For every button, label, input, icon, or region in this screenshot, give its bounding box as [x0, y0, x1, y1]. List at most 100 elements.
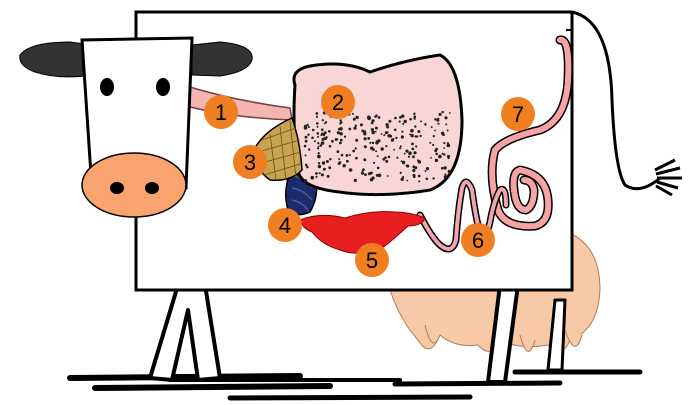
rumen-speck	[326, 136, 328, 138]
rumen-speck	[377, 155, 379, 157]
rumen-speck	[435, 159, 438, 162]
rumen-speck	[409, 134, 411, 136]
rumen-speck	[316, 122, 319, 125]
rumen-speck	[402, 176, 404, 178]
rumen-speck	[305, 140, 308, 143]
rumen-speck	[322, 161, 325, 164]
rumen-speck	[435, 153, 438, 156]
rumen-speck	[395, 137, 397, 139]
svg-text:2: 2	[332, 90, 344, 115]
rumen-speck	[399, 147, 401, 149]
rumen-speck	[437, 123, 439, 125]
rumen-speck	[426, 178, 429, 181]
marker-2: 2	[321, 85, 355, 119]
svg-text:1: 1	[215, 100, 227, 125]
rumen-speck	[371, 122, 374, 125]
rumen-speck	[449, 112, 451, 114]
rumen-speck	[361, 130, 364, 133]
rumen-speck	[413, 118, 415, 120]
rumen-speck	[448, 170, 451, 173]
rumen-speck	[371, 131, 375, 135]
rumen-speck	[418, 175, 421, 178]
rumen-speck	[411, 143, 414, 146]
rumen-speck	[388, 156, 391, 159]
rumen-speck	[431, 126, 433, 128]
rumen-speck	[340, 132, 343, 135]
rumen-speck	[387, 175, 389, 177]
marker-3: 3	[233, 145, 267, 179]
rumen-speck	[447, 130, 449, 132]
rumen-speck	[413, 113, 415, 115]
rumen-speck	[318, 152, 320, 154]
rumen-speck	[409, 118, 412, 121]
rumen-speck	[352, 150, 355, 153]
rumen-speck	[364, 137, 367, 140]
rumen-speck	[418, 160, 421, 163]
rumen-speck	[377, 139, 380, 142]
svg-text:4: 4	[279, 213, 291, 238]
rumen-speck	[354, 179, 357, 182]
rumen-speck	[315, 176, 317, 178]
rumen-speck	[349, 168, 353, 172]
marker-1: 1	[204, 95, 238, 129]
rumen-speck	[426, 167, 429, 170]
rumen-speck	[339, 142, 342, 145]
rumen-speck	[316, 112, 319, 115]
rumen-speck	[441, 132, 444, 135]
rumen-speck	[320, 144, 323, 147]
svg-text:6: 6	[472, 228, 484, 253]
rumen-speck	[372, 148, 375, 151]
rumen-speck	[415, 145, 417, 147]
rumen-speck	[444, 175, 447, 178]
rumen-speck	[363, 132, 366, 135]
rumen-speck	[355, 139, 358, 142]
rumen-speck	[402, 123, 404, 125]
rumen-speck	[441, 167, 444, 170]
rumen-speck	[317, 155, 321, 159]
rumen-speck	[368, 172, 371, 175]
rumen-speck	[337, 132, 339, 134]
rumen-speck	[323, 168, 326, 171]
rumen-speck	[408, 151, 412, 155]
rumen-speck	[318, 146, 320, 148]
rumen-speck	[329, 158, 331, 160]
rumen-speck	[434, 130, 436, 132]
rumen-speck	[363, 158, 366, 161]
rumen-speck	[419, 135, 421, 137]
rumen-speck	[318, 162, 320, 164]
rumen-speck	[443, 147, 445, 149]
rumen-speck	[317, 126, 319, 128]
svg-text:5: 5	[366, 248, 378, 273]
tail	[572, 12, 682, 195]
rumen-speck	[396, 157, 398, 159]
rumen-speck	[337, 138, 339, 140]
rumen-speck	[393, 149, 395, 151]
rumen-speck	[445, 123, 447, 125]
rumen-speck	[444, 173, 446, 175]
rumen-speck	[329, 145, 332, 148]
rumen-speck	[417, 130, 420, 133]
rumen-speck	[305, 136, 308, 139]
rumen-speck	[425, 170, 427, 172]
rumen-speck	[311, 176, 315, 180]
rumen-speck	[414, 125, 416, 127]
rumen-speck	[312, 129, 315, 132]
rumen-speck	[429, 142, 431, 144]
rumen-speck	[306, 124, 308, 126]
rumen-speck	[353, 127, 356, 130]
rumen-speck	[355, 147, 357, 149]
rumen-speck	[436, 119, 439, 122]
muzzle	[82, 153, 186, 217]
rumen-speck	[400, 172, 402, 174]
rumen-speck	[388, 120, 391, 123]
rumen-speck	[413, 151, 416, 154]
rumen-speck	[364, 173, 367, 176]
rumen-speck	[308, 126, 310, 128]
rumen-speck	[367, 137, 370, 140]
rumen-speck	[377, 167, 380, 170]
rumen-speck	[311, 137, 314, 140]
marker-7: 7	[501, 97, 535, 131]
rumen-speck	[317, 147, 319, 149]
rumen-speck	[316, 116, 318, 118]
